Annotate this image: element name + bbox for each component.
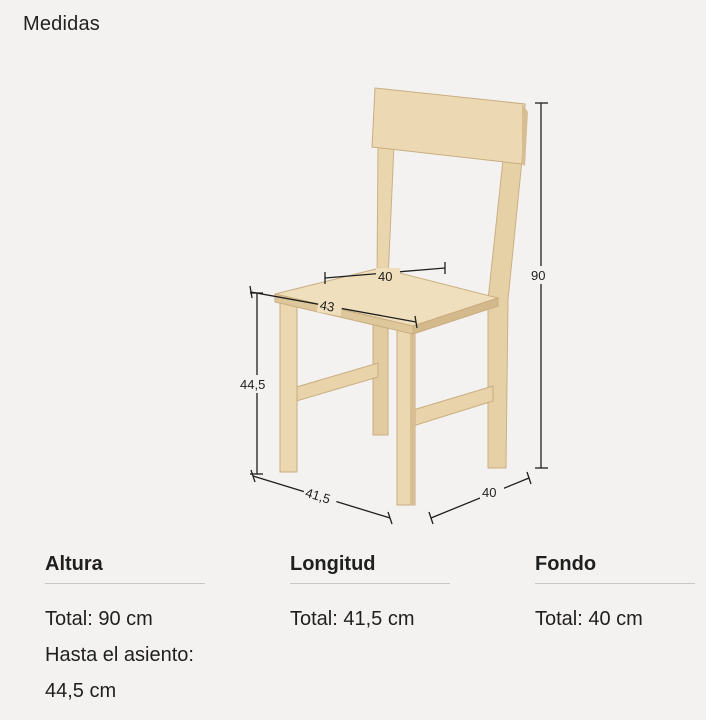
spec-line: Hasta el asiento:: [45, 644, 194, 666]
spec-heading: Fondo: [535, 553, 695, 584]
spec-line: Total: 41,5 cm: [290, 608, 415, 630]
spec-line: 44,5 cm: [45, 680, 117, 702]
spec-body: Total: 41,5 cm: [290, 601, 450, 637]
spec-column-longitud: Longitud Total: 41,5 cm: [290, 553, 450, 637]
page-title: Medidas: [23, 13, 100, 35]
dimension-lines: [249, 102, 548, 525]
spec-column-altura: Altura Total: 90 cm Hasta el asiento: 44…: [45, 553, 205, 709]
spec-heading: Longitud: [290, 553, 450, 584]
spec-column-fondo: Fondo Total: 40 cm: [535, 553, 695, 637]
spec-body: Total: 90 cm Hasta el asiento: 44,5 cm: [45, 601, 205, 709]
label-seat-width: 43: [319, 297, 336, 314]
chair-left-upright: [376, 144, 395, 281]
chair-illustration: [274, 87, 528, 506]
spec-heading: Altura: [45, 553, 205, 584]
spec-line: Total: 40 cm: [535, 608, 643, 630]
spec-line: Total: 90 cm: [45, 608, 153, 630]
chair-dimension-diagram: 90 44,5 41,5 40 43 40: [240, 87, 548, 525]
label-height-total: 90: [531, 268, 545, 283]
chair-right-stretcher: [412, 385, 494, 427]
label-seat-height: 44,5: [240, 377, 265, 392]
label-width: 41,5: [304, 485, 333, 507]
label-seat-depth: 40: [378, 269, 392, 284]
chair-right-upright: [487, 159, 523, 469]
chair-backrest: [371, 87, 526, 165]
label-depth: 40: [482, 485, 496, 500]
chair-left-stretcher: [292, 362, 379, 403]
chair-front-left-leg: [279, 299, 298, 473]
spec-body: Total: 40 cm: [535, 601, 695, 637]
